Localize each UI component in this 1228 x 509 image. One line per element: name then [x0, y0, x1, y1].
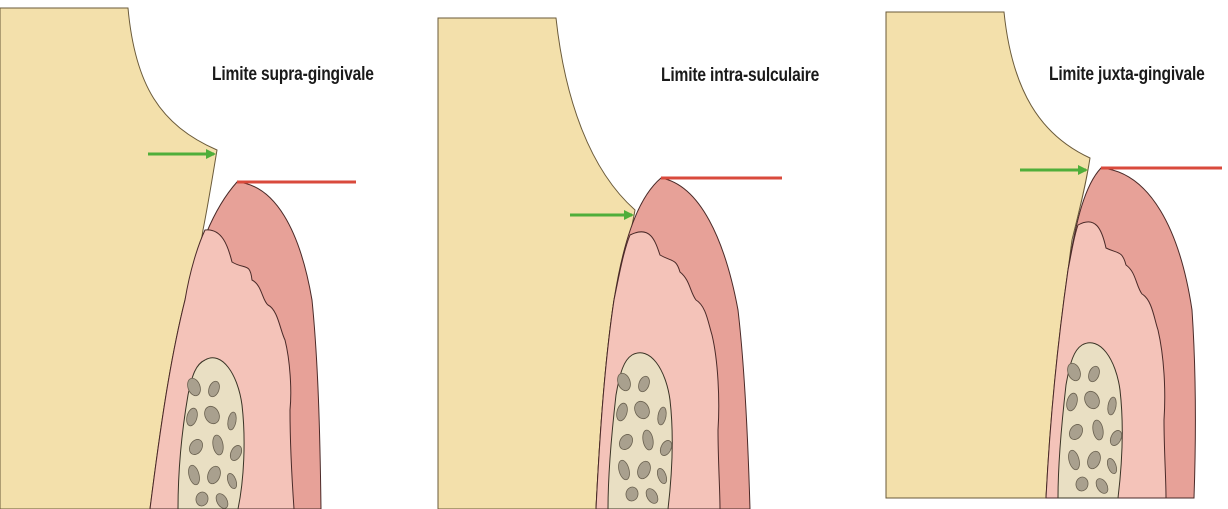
- panel-intra-sulculaire: [438, 18, 782, 509]
- caption-intra-sulculaire: Limite intra-sulculaire: [661, 65, 819, 87]
- caption-juxta-gingivale: Limite juxta-gingivale: [1049, 64, 1205, 86]
- caption-supra-gingivale: Limite supra-gingivale: [212, 64, 374, 86]
